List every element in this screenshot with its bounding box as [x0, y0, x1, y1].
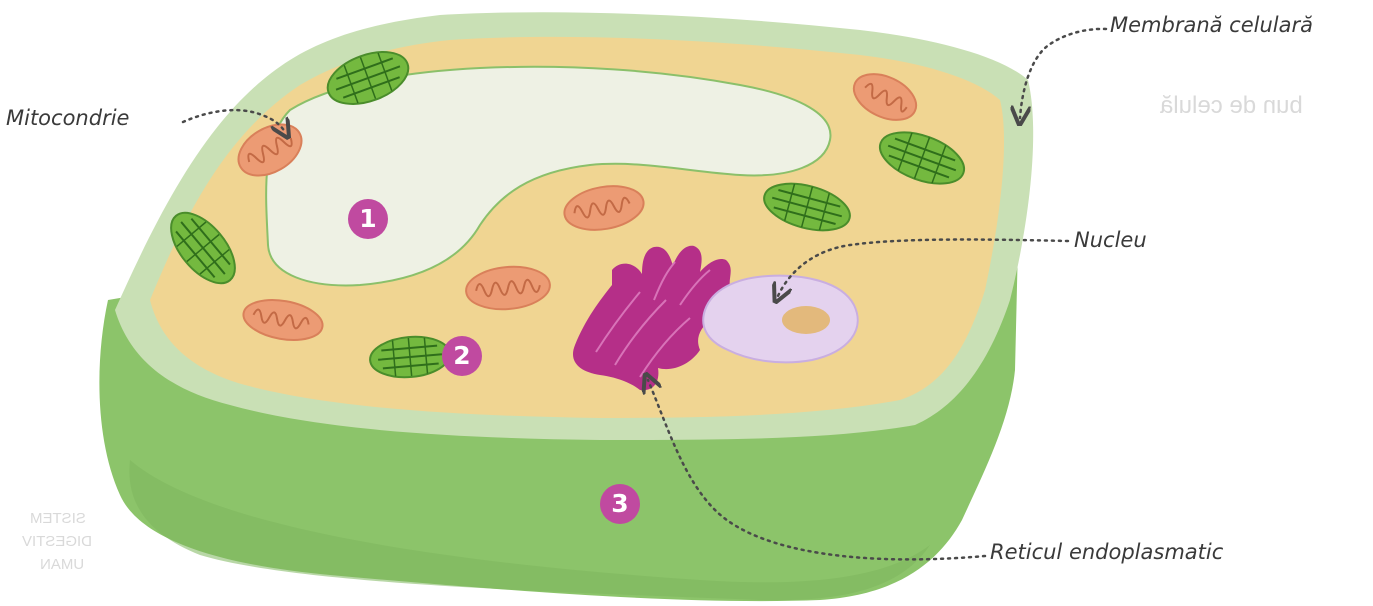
mitochondria-label: Mitocondrie — [6, 106, 129, 130]
bleed-line-3: UMAN — [40, 556, 84, 573]
number-badge-3: 3 — [600, 484, 640, 524]
bleed-heading: bun de celulă — [1160, 92, 1303, 120]
bleed-line-2: DIGESTIV — [22, 533, 92, 550]
number-badge-1: 1 — [348, 199, 388, 239]
membrane-label: Membrană celulară — [1110, 13, 1313, 37]
nucleolus — [782, 306, 830, 334]
number-badge-2: 2 — [442, 336, 482, 376]
bleed-line-1: SISTEM — [30, 510, 86, 527]
reticulum-label: Reticul endoplasmatic — [990, 540, 1223, 564]
nucleus-label: Nucleu — [1074, 228, 1147, 252]
membrane-leader — [1020, 29, 1106, 118]
